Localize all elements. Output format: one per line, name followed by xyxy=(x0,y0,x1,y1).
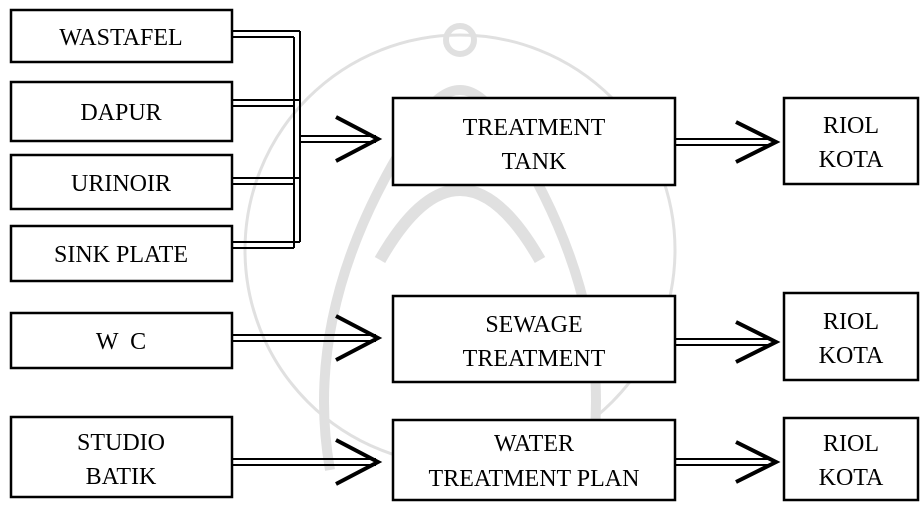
outlet-box-riol-kota-2: RIOL KOTA xyxy=(782,291,920,382)
source-box-wc: W C xyxy=(9,311,234,370)
source-label-sink-plate: SINK PLATE xyxy=(54,242,188,268)
source-label-wc: W C xyxy=(96,329,146,355)
arrow-tank-to-riol xyxy=(676,120,781,164)
outlet-label-riol: RIOL xyxy=(823,309,879,335)
water-treatment-label-line2: TREATMENT PLAN xyxy=(429,466,640,492)
outlet-label-kota: KOTA xyxy=(819,343,884,369)
treatment-box-treatment-tank: TREATMENT TANK xyxy=(391,96,677,187)
source-label-studio: STUDIO xyxy=(77,430,165,456)
outlet-box-riol-kota-3: RIOL KOTA xyxy=(782,416,920,502)
source-box-wastafel: WASTAFEL xyxy=(9,8,234,64)
watermark-logo xyxy=(243,23,677,471)
source-box-studio-batik: STUDIO BATIK xyxy=(9,415,234,499)
source-label-wastafel: WASTAFEL xyxy=(59,25,182,51)
outlet-label-kota: KOTA xyxy=(819,147,884,173)
source-box-dapur: DAPUR xyxy=(9,80,234,143)
treatment-label-line1: TREATMENT xyxy=(463,115,606,141)
connectors xyxy=(233,30,301,249)
arrow-batik-to-water-treatment xyxy=(233,438,383,486)
arrow-to-treatment-tank xyxy=(300,115,383,163)
sewage-label-line2: TREATMENT xyxy=(463,346,606,372)
outlet-box-riol-kota-1: RIOL KOTA xyxy=(782,96,920,186)
arrow-sewage-to-riol xyxy=(676,320,781,364)
sewage-label-line1: SEWAGE xyxy=(485,312,582,338)
arrow-water-treatment-to-riol xyxy=(676,440,781,484)
source-box-urinoir: URINOIR xyxy=(9,153,234,211)
outlet-label-riol: RIOL xyxy=(823,431,879,457)
source-label-urinoir: URINOIR xyxy=(71,171,171,197)
source-label-dapur: DAPUR xyxy=(80,100,161,126)
outlet-label-riol: RIOL xyxy=(823,113,879,139)
treatment-box-water-treatment-plan: WATER TREATMENT PLAN xyxy=(391,418,677,502)
arrow-wc-to-sewage xyxy=(233,314,383,362)
treatment-label-line2: TANK xyxy=(502,149,567,175)
source-label-batik: BATIK xyxy=(86,464,157,490)
water-treatment-label-line1: WATER xyxy=(494,431,574,457)
treatment-box-sewage-treatment: SEWAGE TREATMENT xyxy=(391,294,677,384)
outlet-label-kota: KOTA xyxy=(819,465,884,491)
source-box-sink-plate: SINK PLATE xyxy=(9,224,234,283)
